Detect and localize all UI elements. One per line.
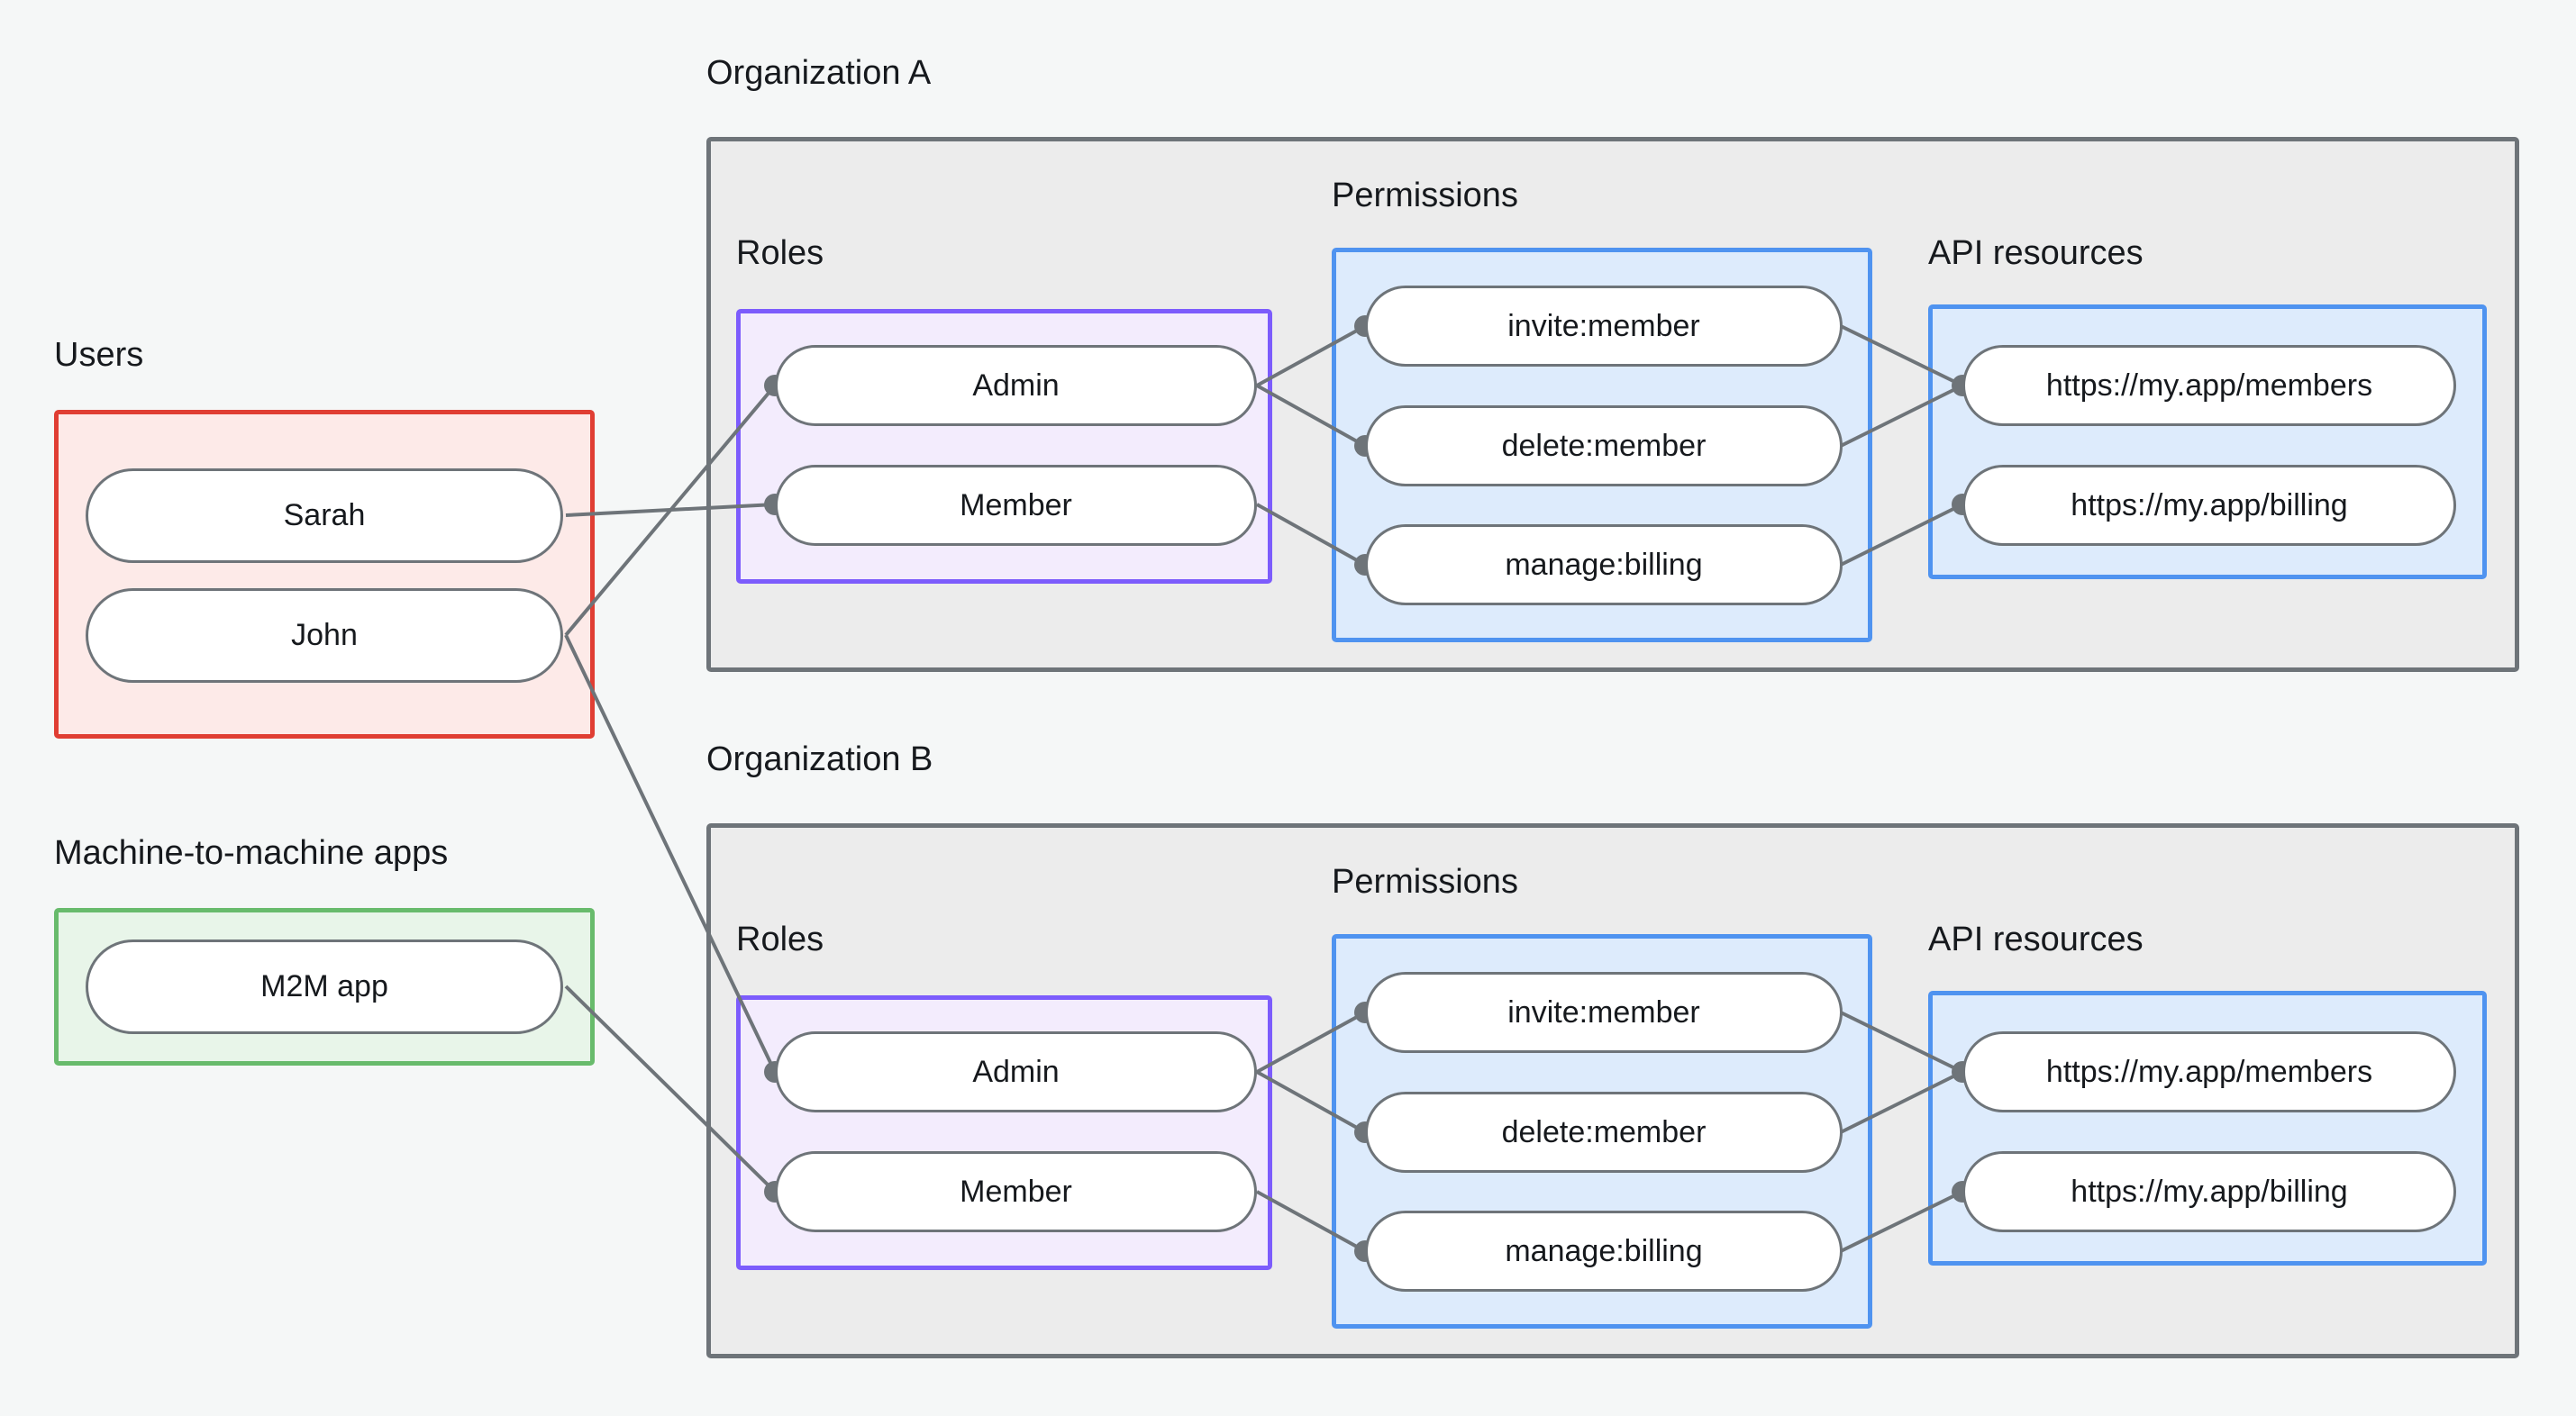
user-node-john-label: John [291, 618, 358, 652]
user-node-sarah-label: Sarah [283, 498, 366, 532]
organization-b-permission-manage-billing[interactable]: manage:billing [1365, 1211, 1843, 1292]
organization-a-permission-manage-billing[interactable]: manage:billing [1365, 524, 1843, 605]
organization-a-label: Organization A [706, 54, 932, 92]
organization-a-role-member[interactable]: Member [775, 465, 1257, 546]
users-group-label: Users [54, 336, 144, 374]
organization-a-permission-manage-billing-label: manage:billing [1505, 547, 1703, 582]
organization-a-api-resource-members[interactable]: https://my.app/members [1962, 345, 2456, 426]
organization-a-permission-invite-member-label: invite:member [1507, 308, 1700, 343]
organization-a-api-resource-members-label: https://my.app/members [2045, 368, 2373, 403]
organization-b-role-member[interactable]: Member [775, 1151, 1257, 1232]
organization-a-role-admin[interactable]: Admin [775, 345, 1257, 426]
organization-b-api-resources-label: API resources [1928, 921, 2144, 958]
organization-b-permission-manage-billing-label: manage:billing [1505, 1233, 1703, 1268]
organization-a-role-member-label: Member [960, 487, 1072, 522]
organization-a-role-admin-label: Admin [972, 368, 1060, 403]
organization-a-api-resources-label: API resources [1928, 234, 2144, 272]
organization-b-role-member-label: Member [960, 1174, 1072, 1209]
organization-b-permission-delete-member[interactable]: delete:member [1365, 1092, 1843, 1173]
organization-a-api-resource-billing[interactable]: https://my.app/billing [1962, 465, 2456, 546]
organization-b-role-admin[interactable]: Admin [775, 1031, 1257, 1112]
organization-a-permissions-label: Permissions [1332, 177, 1518, 214]
organization-b-permission-delete-member-label: delete:member [1501, 1114, 1707, 1149]
organization-b-label: Organization B [706, 740, 933, 778]
m2m-group-label: Machine-to-machine apps [54, 834, 449, 872]
user-node-john[interactable]: John [86, 588, 563, 683]
organization-a-roles-label: Roles [736, 234, 824, 272]
organization-b-api-resource-members-label: https://my.app/members [2045, 1054, 2373, 1089]
organization-a-permission-delete-member-label: delete:member [1501, 428, 1707, 463]
organization-b-permission-invite-member[interactable]: invite:member [1365, 972, 1843, 1053]
organization-b-permission-invite-member-label: invite:member [1507, 994, 1700, 1030]
m2m-node-app[interactable]: M2M app [86, 939, 563, 1034]
organization-b-api-resource-billing[interactable]: https://my.app/billing [1962, 1151, 2456, 1232]
organization-b-role-admin-label: Admin [972, 1054, 1060, 1089]
organization-a-permission-delete-member[interactable]: delete:member [1365, 405, 1843, 486]
organization-b-api-resource-members[interactable]: https://my.app/members [1962, 1031, 2456, 1112]
organization-b-roles-label: Roles [736, 921, 824, 958]
organization-a-permission-invite-member[interactable]: invite:member [1365, 286, 1843, 367]
user-node-sarah[interactable]: Sarah [86, 468, 563, 563]
organization-a-api-resource-billing-label: https://my.app/billing [2071, 487, 2348, 522]
organization-b-permissions-label: Permissions [1332, 863, 1518, 901]
users-container [54, 410, 595, 739]
organization-b-api-resource-billing-label: https://my.app/billing [2071, 1174, 2348, 1209]
m2m-node-app-label: M2M app [260, 969, 388, 1003]
